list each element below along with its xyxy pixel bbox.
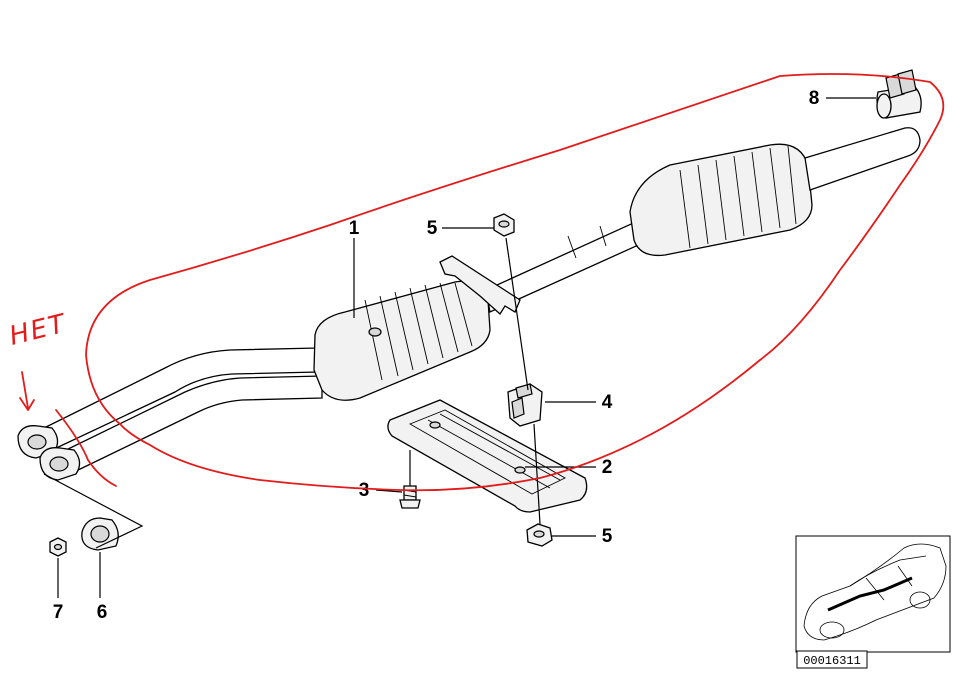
flange-nut[interactable] — [49, 537, 67, 557]
front-catalytic-converter[interactable] — [313, 280, 491, 401]
callout-leaders — [57, 97, 876, 598]
callout-labels: 1 5 4 2 3 5 7 6 8 — [53, 88, 820, 623]
diagram-code-box: 00016311 — [796, 650, 868, 669]
callout-1: 1 — [349, 218, 360, 239]
red-arrow-shaft — [21, 371, 29, 409]
rear-pipe[interactable] — [804, 127, 921, 191]
pipe-clamp[interactable] — [876, 69, 922, 119]
front-flanges[interactable] — [17, 425, 81, 481]
diagram-code: 00016311 — [803, 654, 861, 668]
callout-8: 8 — [809, 88, 820, 109]
nut-bottom[interactable] — [526, 523, 553, 547]
heat-shield-plate[interactable] — [387, 399, 588, 513]
nut-top[interactable] — [493, 213, 515, 237]
callout-2: 2 — [602, 457, 613, 478]
exploded-view-lines — [43, 237, 541, 549]
red-outline-loop — [85, 73, 945, 492]
handwritten-note: НЕТ — [6, 309, 70, 352]
gasket[interactable] — [81, 517, 119, 551]
callout-5-top: 5 — [427, 218, 438, 239]
hanger-bracket[interactable] — [439, 255, 521, 316]
callout-5-bottom: 5 — [602, 526, 613, 547]
callout-3: 3 — [359, 480, 370, 501]
red-strike-line — [55, 409, 117, 487]
red-arrow-head — [19, 397, 35, 411]
callout-4: 4 — [602, 392, 613, 413]
rear-catalytic-converter[interactable] — [629, 143, 813, 257]
vehicle-thumbnail — [795, 535, 951, 653]
callout-6: 6 — [97, 602, 108, 623]
thumbnail-exhaust-highlight — [827, 576, 913, 612]
callout-7: 7 — [53, 602, 64, 623]
front-pipes[interactable] — [39, 347, 323, 473]
rubber-mount[interactable] — [507, 383, 543, 427]
